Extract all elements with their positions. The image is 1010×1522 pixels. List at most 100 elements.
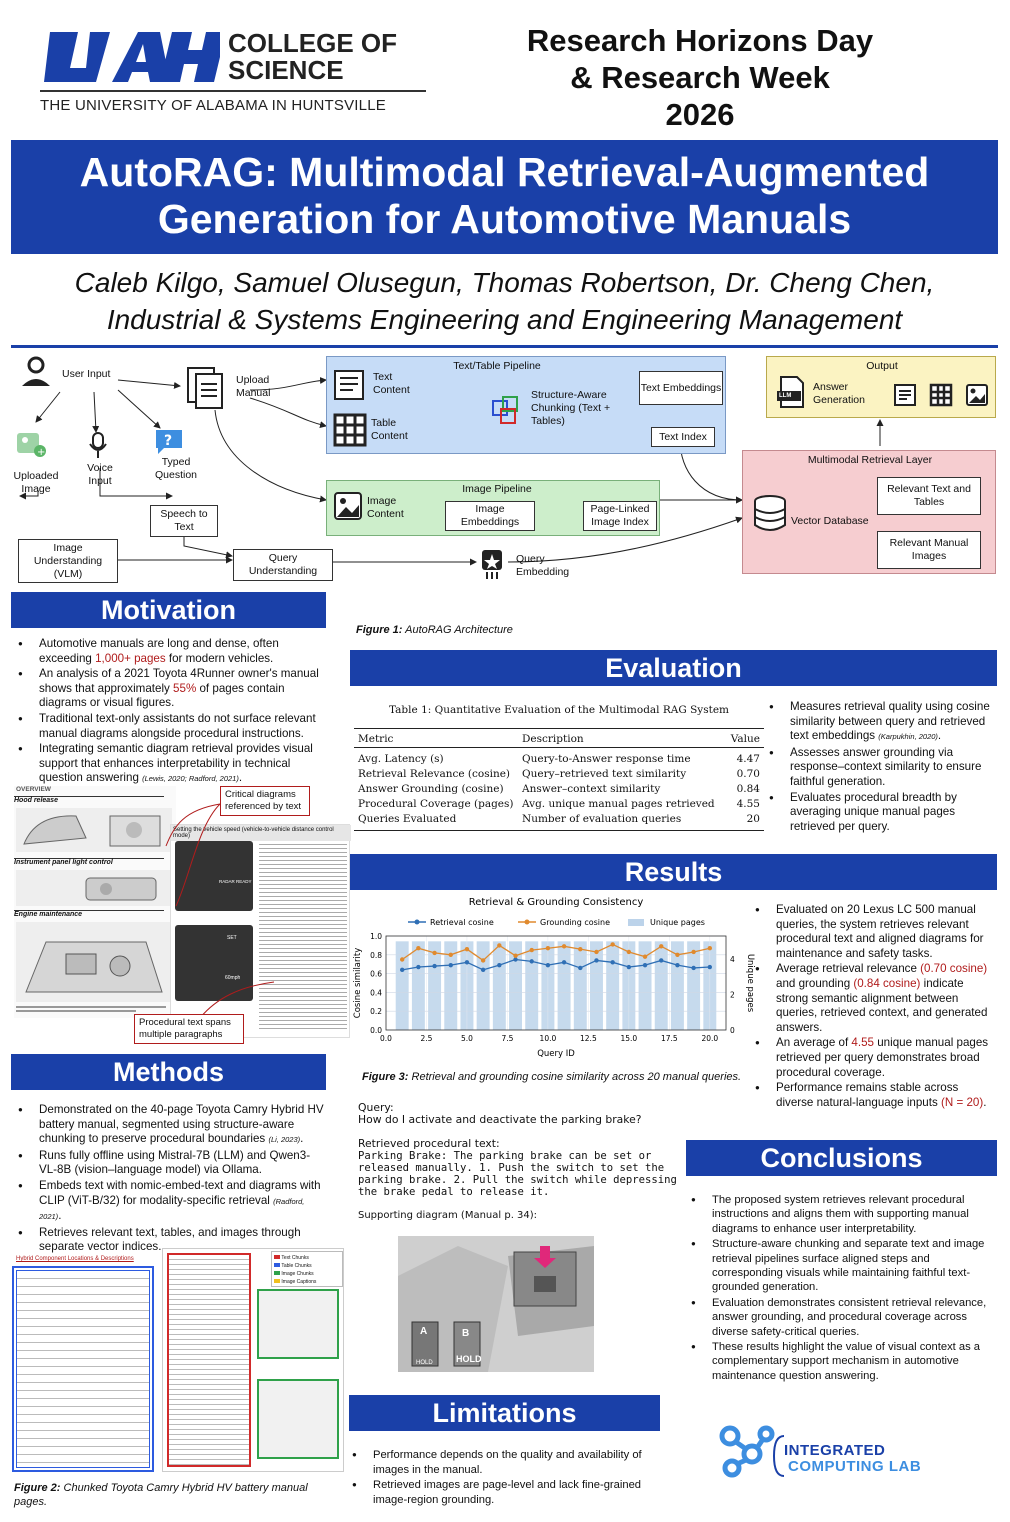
series-point xyxy=(464,960,470,965)
database-icon xyxy=(754,495,786,531)
relevant-images-box: Relevant Manual Images xyxy=(877,531,981,569)
chunk-text-block xyxy=(167,1253,251,1467)
upload-manual-label: Upload Manual xyxy=(236,374,271,399)
results-bullet-2: Average retrieval relevance (0.70 cosine… xyxy=(748,962,998,1035)
text-embeddings-box: Text Embeddings xyxy=(639,371,723,405)
legend-label: Retrieval cosine xyxy=(430,918,494,927)
legend-text: Text Chunks xyxy=(274,1254,340,1262)
x-tick-label: 12.5 xyxy=(580,1034,597,1043)
table-header-row: Metric Description Value xyxy=(358,733,760,745)
manual-page-right: Setting the vehicle speed (vehicle-to-ve… xyxy=(170,824,351,1038)
lab-bracket-icon xyxy=(772,1435,785,1477)
series-line xyxy=(402,958,710,971)
multimodal-retrieval-layer: Multimodal Retrieval Layer Vector Databa… xyxy=(742,450,996,574)
image-content-icon xyxy=(334,492,362,520)
legend-caption: Image Captions xyxy=(274,1278,340,1286)
y2-tick-label: 4 xyxy=(730,955,735,964)
text-table-pipeline: Text/Table Pipeline Text Content Table C… xyxy=(326,356,726,454)
uploaded-image-icon: + xyxy=(17,433,46,458)
text-table-pipeline-label: Text/Table Pipeline xyxy=(453,360,541,372)
query-embedding-label: Query Embedding xyxy=(516,553,570,578)
query-text: How do I activate and deactivate the par… xyxy=(358,1113,642,1126)
text-index-box: Text Index xyxy=(651,427,715,447)
series-point xyxy=(659,944,664,949)
table-title: Table 1: Quantitative Evaluation of the … xyxy=(388,704,729,716)
results-bullet-4: Performance remains stable across divers… xyxy=(748,1081,998,1110)
lab-name-line2: COMPUTING LAB xyxy=(788,1458,922,1475)
college-name: COLLEGE OF SCIENCE xyxy=(228,30,397,84)
series-point xyxy=(416,946,421,951)
evaluation-bullets: Measures retrieval quality using cosine … xyxy=(762,700,998,835)
output-image-icon xyxy=(966,384,988,406)
evaluation-bullet-1: Measures retrieval quality using cosine … xyxy=(762,700,998,745)
conclusions-bullets: The proposed system retrieves relevant p… xyxy=(684,1193,998,1384)
chart-bar xyxy=(654,941,668,1030)
series-point xyxy=(610,960,615,965)
y-tick-label: 0.4 xyxy=(370,988,382,997)
logo-divider xyxy=(40,90,426,92)
y-tick-label: 0.8 xyxy=(370,951,382,960)
typed-question-label: Typed Question xyxy=(154,456,198,481)
image-pipeline-label: Image Pipeline xyxy=(462,483,532,495)
series-point xyxy=(464,946,470,952)
parking-brake-diagram: A B HOLD HOLD xyxy=(398,1236,594,1372)
dashboard-1: RADAR READY xyxy=(175,841,253,911)
structure-chunking-label: Structure-Aware Chunking (Text + Tables) xyxy=(531,389,611,427)
authors: Caleb Kilgo, Samuel Olusegun, Thomas Rob… xyxy=(11,264,998,338)
x-tick-label: 20.0 xyxy=(701,1034,718,1043)
voice-input-label: Voice Input xyxy=(87,462,113,487)
table-body: Avg. Latency (s)Query-to-Answer response… xyxy=(354,748,764,830)
x-tick-label: 15.0 xyxy=(621,1034,638,1043)
dash-label-speed: 60mph xyxy=(225,975,241,981)
legend-label: Unique pages xyxy=(650,918,705,927)
chart-bar xyxy=(509,941,522,1030)
figure-1-label: Figure 1: xyxy=(356,624,403,636)
diagram-label: Supporting diagram (Manual p. 34): xyxy=(358,1210,538,1221)
series-point xyxy=(416,964,421,970)
conclusions-bullet-4: These results highlight the value of vis… xyxy=(684,1340,998,1383)
figure-3-caption: Figure 3: Retrieval and grounding cosine… xyxy=(362,1070,752,1084)
speech-to-text-box: Speech to Text xyxy=(150,505,218,537)
chunk-page-2: Text Chunks Table Chunks Image Chunks Im… xyxy=(162,1248,344,1472)
chart-bar xyxy=(687,941,701,1030)
legend-label: Grounding cosine xyxy=(540,918,610,927)
callout-procedural-text: Procedural text spans multiple paragraph… xyxy=(134,1014,244,1044)
table-row: Avg. Latency (s)Query-to-Answer response… xyxy=(358,753,760,765)
lab-name-line1: INTEGRATED xyxy=(784,1442,886,1459)
results-bullet-1: Evaluated on 20 Lexus LC 500 manual quer… xyxy=(748,903,998,961)
manual-overview-label: OVERVIEW xyxy=(16,786,51,793)
image-embeddings-box: Image Embeddings xyxy=(445,501,535,531)
limitations-heading: Limitations xyxy=(349,1395,660,1431)
figure-1-text: AutoRAG Architecture xyxy=(405,624,513,636)
chunk-page-1: Hybrid Component Locations & Description… xyxy=(12,1256,154,1472)
series-point xyxy=(675,962,680,968)
series-point xyxy=(480,967,486,973)
llm-document-icon xyxy=(777,376,804,408)
dashboard-2: SET 60mph xyxy=(175,925,253,1001)
chart-bar xyxy=(670,941,684,1030)
engine-diagram-icon xyxy=(16,922,172,1002)
y-tick-label: 1.0 xyxy=(370,932,382,941)
legend-swatch xyxy=(628,919,644,926)
series-point xyxy=(448,962,453,968)
series-point xyxy=(594,958,599,963)
image-pipeline: Image Pipeline Image Content Image Embed… xyxy=(326,480,660,536)
question-bubble-icon: ? xyxy=(156,430,182,454)
uah-logo xyxy=(40,28,226,86)
series-point xyxy=(707,946,713,951)
output-panel: Output LLM Answer Generation xyxy=(766,356,996,418)
retrieved-label: Retrieved procedural text: xyxy=(358,1137,500,1150)
user-input-label: User Input xyxy=(62,368,111,380)
series-point xyxy=(610,942,615,947)
series-point xyxy=(529,947,534,953)
svg-text:+: + xyxy=(37,447,45,458)
figure-2-caption: Figure 2: Chunked Toyota Camry Hybrid HV… xyxy=(14,1481,334,1509)
chart-bar xyxy=(573,941,587,1030)
series-point xyxy=(594,949,599,955)
x-tick-label: 17.5 xyxy=(661,1034,678,1043)
chart-bar xyxy=(428,941,442,1030)
query-label: Query: xyxy=(358,1101,394,1114)
chart-bar xyxy=(525,941,539,1030)
parking-brake-icon xyxy=(398,1236,594,1372)
